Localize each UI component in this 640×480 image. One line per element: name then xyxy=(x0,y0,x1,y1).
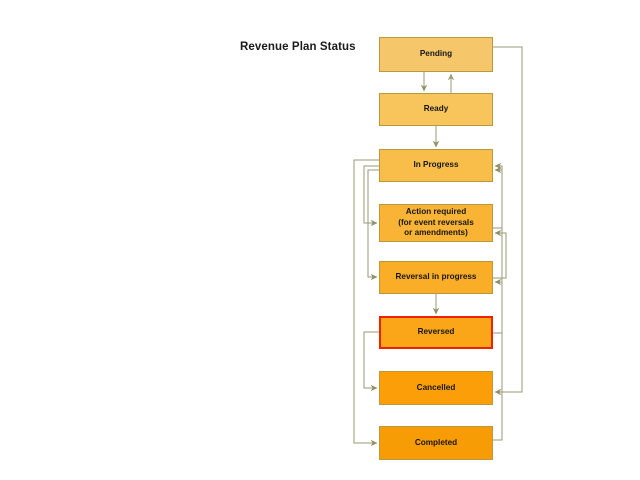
node-in-progress[interactable]: In Progress xyxy=(379,149,493,182)
edge-reversed-to-cancelled xyxy=(363,331,379,392)
edge-in-progress-to-completed xyxy=(353,159,379,447)
node-label-line: or amendments) xyxy=(404,228,468,238)
edge-in-progress-to-action-required xyxy=(363,165,379,227)
node-label-line: (for event reversals xyxy=(398,217,474,227)
node-ready[interactable]: Ready xyxy=(379,93,493,126)
edge-action-required-to-in-progress xyxy=(493,166,503,229)
node-completed[interactable]: Completed xyxy=(379,426,493,460)
node-label-line: Action required xyxy=(405,207,467,217)
node-label: Reversal in progress xyxy=(395,272,476,283)
node-label-line: Cancelled xyxy=(416,382,456,392)
node-label-line: Pending xyxy=(419,49,453,59)
page-title: Revenue Plan Status xyxy=(240,41,356,53)
edge-completed-to-in-progress xyxy=(493,162,503,441)
edge-reversal-to-action-required xyxy=(493,229,507,279)
node-label-line: Completed xyxy=(414,437,458,447)
edge-in-progress-to-reversal xyxy=(367,169,379,281)
node-pending[interactable]: Pending xyxy=(379,37,493,72)
node-reversed[interactable]: Reversed xyxy=(379,316,493,349)
node-reversal-in-progress[interactable]: Reversal in progress xyxy=(379,261,493,294)
node-label-line: Reversal in progress xyxy=(395,272,477,282)
edge-reversed-to-reversal xyxy=(493,278,503,334)
node-cancelled[interactable]: Cancelled xyxy=(379,371,493,405)
node-label: Cancelled xyxy=(417,383,456,394)
node-label: Reversed xyxy=(418,327,455,338)
node-label: Pending xyxy=(420,49,452,60)
node-label-line: Reversed xyxy=(417,327,455,337)
node-label-line: In Progress xyxy=(413,160,459,170)
node-label-line: Ready xyxy=(423,104,449,114)
edge-pending-to-cancelled xyxy=(493,46,523,396)
node-label: Completed xyxy=(415,438,457,449)
node-label: Ready xyxy=(424,104,449,115)
node-label: In Progress xyxy=(413,160,458,171)
